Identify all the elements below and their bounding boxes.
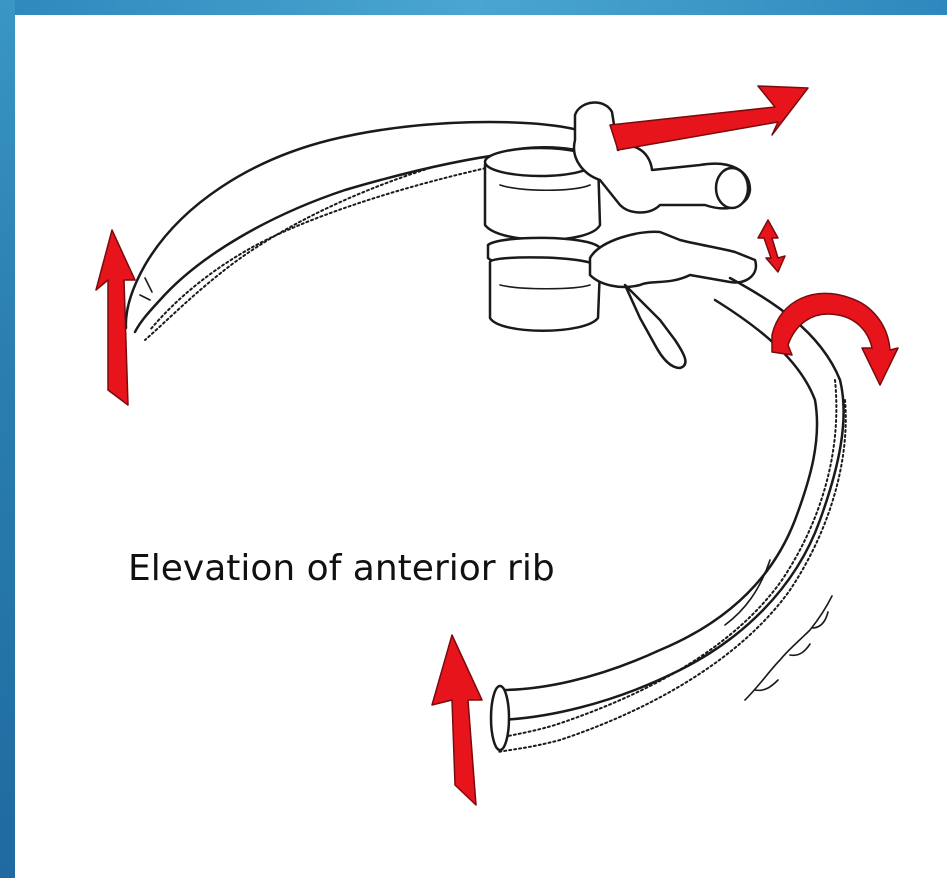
upward-arrow-bottom: [432, 635, 482, 805]
slide-caption: Elevation of anterior rib: [128, 548, 555, 589]
artist-signature: [745, 596, 832, 700]
small-double-arrow: [758, 220, 785, 272]
upward-arrow-left: [96, 230, 135, 405]
vertebrae: [485, 147, 600, 330]
backward-arrow: [610, 86, 808, 150]
